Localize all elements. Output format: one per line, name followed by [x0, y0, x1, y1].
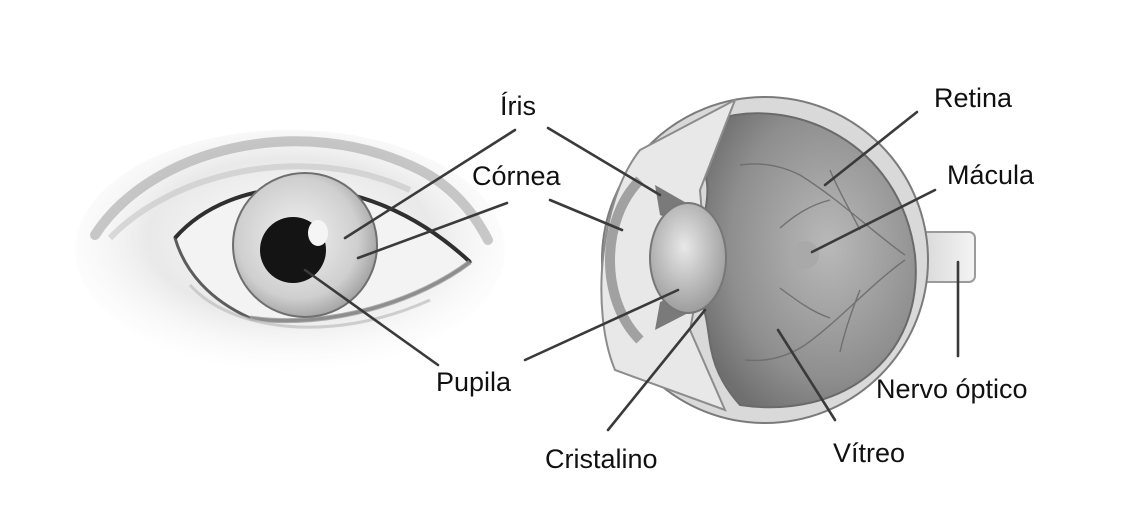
- lens-shape: [649, 202, 727, 314]
- cornea-leader-line: [356, 201, 509, 260]
- iris-label: Íris: [500, 91, 536, 121]
- pupil-leader-line-right: [523, 288, 680, 362]
- labels: Íris Córnea Pupila Cristalino Retina Mác…: [436, 83, 1035, 474]
- leader-lines: [303, 110, 960, 432]
- cornea-shape: [605, 176, 644, 344]
- retina-leader-line: [823, 110, 919, 187]
- iris-leader-line-right: [546, 126, 662, 197]
- retina-label: Retina: [934, 83, 1013, 113]
- pupil-leader-line: [303, 268, 440, 367]
- retinal-vessels: [739, 163, 906, 362]
- lens-leader-line: [606, 308, 707, 432]
- macula-shape: [791, 241, 819, 269]
- vitreous-leader-line: [776, 328, 837, 422]
- external-eye-illustration: [75, 130, 505, 370]
- macula-leader-line: [810, 188, 937, 254]
- eye-cross-section-illustration: [600, 96, 976, 424]
- optic-nerve-label: Nervo óptico: [876, 374, 1028, 404]
- cornea-leader-line-right: [548, 198, 624, 232]
- lens-label: Cristalino: [545, 444, 658, 474]
- pupil-label: Pupila: [436, 367, 512, 397]
- vitreous-label: Vítreo: [833, 438, 905, 468]
- macula-label: Mácula: [947, 160, 1035, 190]
- iris-leader-line: [343, 128, 517, 240]
- cornea-label: Córnea: [472, 161, 562, 191]
